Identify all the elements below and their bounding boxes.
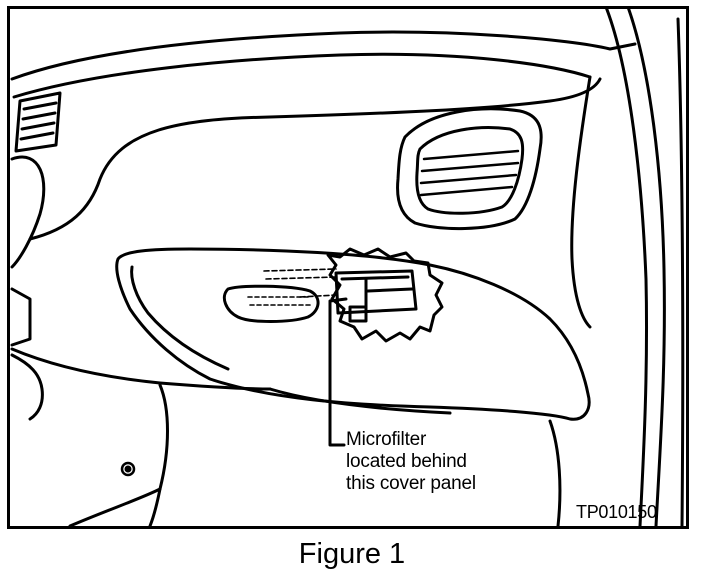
microfilter-callout: Microfilter located behind this cover pa… bbox=[346, 429, 536, 495]
callout-line-3: this cover panel bbox=[346, 473, 476, 494]
dashboard-top-edge bbox=[10, 30, 637, 81]
lower-dash-edge bbox=[10, 347, 272, 391]
figure-caption: Figure 1 bbox=[298, 538, 406, 570]
trim-fastener bbox=[120, 461, 136, 477]
figure-code: TP010150 bbox=[576, 502, 657, 522]
glovebox-panel-outline bbox=[115, 247, 591, 421]
lower-trim-panel bbox=[148, 383, 169, 526]
windshield-pillar-inner bbox=[605, 9, 649, 526]
callout-line-1: Microfilter bbox=[346, 429, 427, 450]
center-console-edge bbox=[10, 155, 46, 269]
left-vent-outline bbox=[14, 91, 62, 153]
dash-upper-curve bbox=[28, 77, 602, 241]
callout-leader-line bbox=[328, 297, 348, 447]
figure-frame: Microfilter located behind this cover pa… bbox=[7, 6, 689, 529]
windshield-pillar-outer bbox=[627, 9, 666, 526]
right-vent-inner bbox=[415, 126, 525, 215]
dashboard-illustration bbox=[10, 9, 685, 526]
door-edge bbox=[676, 17, 685, 526]
cutaway-torn-edge bbox=[326, 247, 444, 343]
right-vent-outer bbox=[396, 107, 543, 231]
dash-right-fold bbox=[570, 75, 592, 329]
dashboard-top-crest bbox=[12, 52, 592, 99]
kick-panel-edge bbox=[548, 419, 562, 526]
microfilter-clip bbox=[348, 305, 368, 323]
glovebox-handle bbox=[222, 284, 320, 323]
callout-line-2: located behind bbox=[346, 451, 467, 472]
glovebox-panel-inner-edge bbox=[130, 265, 230, 371]
